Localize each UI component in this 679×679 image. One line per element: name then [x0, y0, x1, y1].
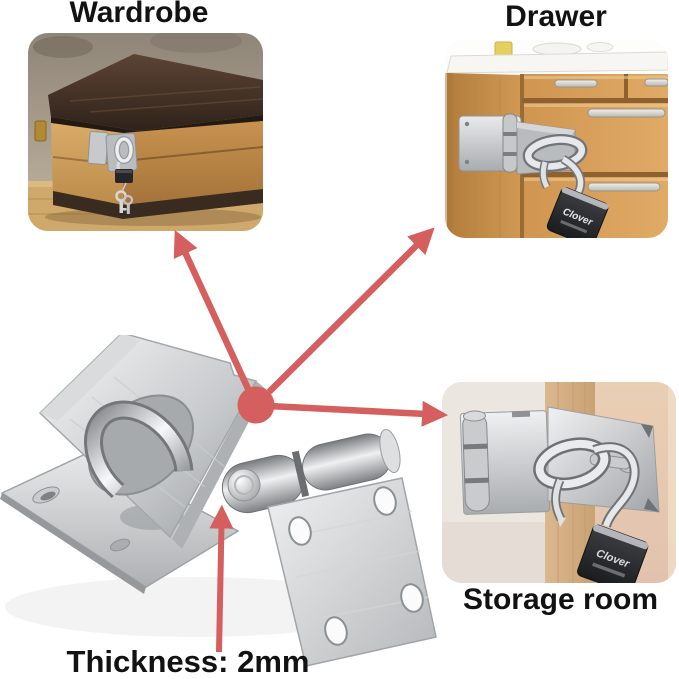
wardrobe-box-illustration: [28, 33, 263, 231]
hinge-barrel: [221, 428, 401, 514]
padlock: Clover: [551, 442, 649, 583]
padlock: Clover: [539, 155, 609, 238]
countertop: [446, 51, 668, 74]
storage-room-label: Storage room: [462, 583, 659, 616]
drawer-fronts: [522, 74, 668, 192]
storage-corner-illustration: Clover: [442, 382, 676, 583]
wardrobe-label: Wardrobe: [69, 0, 209, 29]
wardrobe-photo: [28, 33, 263, 231]
storage-room-photo: Clover: [442, 382, 676, 583]
thickness-callout-label: Thickness: 2mm: [66, 644, 310, 679]
mini-padlock-and-keys: [115, 161, 134, 214]
drawer-cabinet-illustration: Clover: [445, 40, 668, 238]
hinge-pin-cap: [227, 468, 261, 502]
hasp-lock-on-drawer: [458, 113, 588, 175]
drawer-photo: Clover: [445, 40, 668, 238]
hasp-lock-illustration: [0, 332, 437, 667]
product-photo-hasp-lock: [0, 332, 460, 670]
brass-hinge: [34, 120, 47, 142]
staple-loop: [84, 400, 194, 499]
mounting-plate: [267, 477, 437, 667]
drawer-label: Drawer: [505, 0, 607, 33]
base-plate: [0, 450, 240, 594]
countertop-cup: [494, 41, 513, 57]
